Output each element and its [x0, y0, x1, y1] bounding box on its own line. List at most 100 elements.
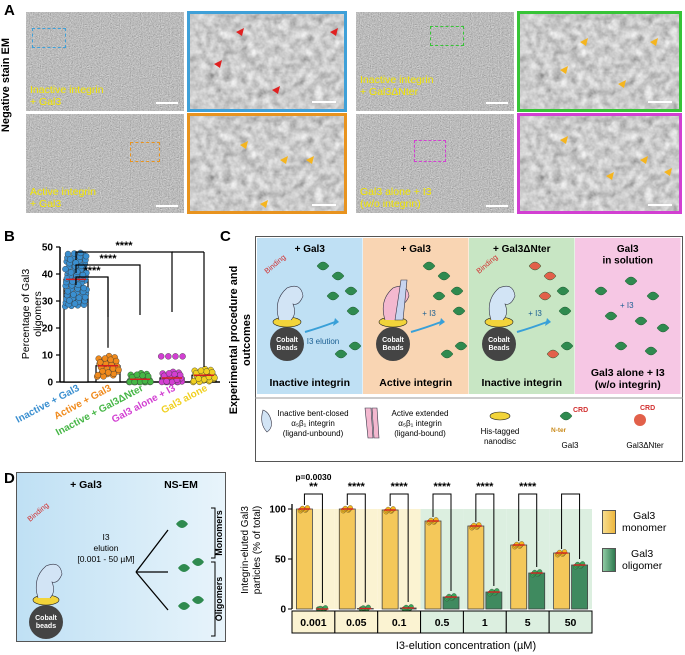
gal3-icon: [178, 564, 190, 572]
cobalt-bead-icon: [270, 327, 304, 361]
arrowhead-yellow: [580, 38, 588, 46]
cobalt-bead-icon: [482, 327, 516, 361]
data-point: [107, 356, 114, 363]
em-noise-texture: [26, 114, 184, 213]
y-tick-label: 10: [42, 351, 54, 362]
y-tick-label: 50: [42, 243, 54, 254]
data-point: [74, 268, 81, 276]
gal3-icon: [538, 291, 552, 301]
em-noise-texture: [356, 12, 514, 111]
scalebar: [648, 101, 672, 103]
em-zoom-texture: [190, 116, 344, 211]
elution-arrow: [410, 321, 442, 333]
data-point: [71, 300, 79, 307]
scalebar: [486, 205, 508, 207]
significance-label: ****: [391, 481, 409, 493]
panel-b-letter: B: [4, 228, 15, 245]
bar-monomer: [467, 525, 485, 610]
em-zoom-texture: [190, 14, 344, 109]
em-arrowheads: [214, 28, 672, 208]
data-point: [179, 353, 186, 360]
bar-monomer: [553, 552, 570, 610]
data-point: [195, 375, 202, 382]
schematic-box-title: + Gal3: [401, 244, 432, 255]
em-label-inactive-gal3: Inactive integrin + Gal3: [30, 84, 104, 108]
data-point: [172, 353, 179, 360]
legend-swatch-monomer: [602, 510, 616, 534]
integrin-active-icon: [364, 407, 380, 439]
gal3-icon: [614, 341, 628, 351]
i3-label: + I3: [620, 301, 634, 310]
em-noise-texture: [356, 114, 514, 213]
bracket-oligomers: [211, 561, 216, 637]
gal3-icon: [556, 286, 570, 296]
schematic-box-footer: Inactive integrin: [269, 377, 350, 389]
em-image-active-gal3: [26, 114, 184, 213]
significance-label: ****: [99, 253, 117, 265]
significance-bracket: [75, 264, 141, 315]
schematic-d-nsem: NS-EM: [164, 479, 198, 491]
bar-oligomer: [528, 572, 546, 610]
schematic-box-bg: [363, 238, 469, 394]
gal3-icon: [543, 271, 557, 281]
arrowhead-red: [330, 28, 338, 36]
x-tick-label: 1: [482, 617, 488, 629]
legend-item-monomer: Gal3 monomer: [602, 510, 684, 534]
data-point: [80, 284, 87, 292]
gal3-icon: [192, 558, 204, 566]
em-label-active-gal3: Active integrin + Gal3: [30, 186, 96, 210]
arrowhead-yellow: [664, 168, 672, 176]
schematic-box-footer: Active integrin: [379, 377, 452, 389]
y-tick-label: 30: [42, 297, 54, 308]
data-point: [82, 294, 89, 301]
panel-d-letter: D: [4, 470, 15, 487]
significance-label: ****: [115, 240, 133, 252]
gal3-icon: [644, 346, 658, 356]
elution-arrowhead: [439, 318, 445, 326]
crd-label: CRD: [640, 405, 655, 412]
gal3-icon: [450, 286, 464, 296]
monomers-label: Monomers: [214, 510, 224, 556]
data-point: [115, 366, 122, 374]
arrowhead-yellow: [618, 80, 626, 88]
significance-bracket: [346, 493, 366, 603]
data-point: [64, 288, 71, 295]
y-tick-label: 40: [42, 270, 54, 281]
panel-c-side-label: Experimental procedure and outcomes: [228, 265, 253, 415]
data-point: [66, 297, 73, 304]
legend-item-oligomer: Gal3 oligomer: [602, 548, 684, 572]
arrowhead-yellow: [640, 156, 648, 164]
branch-arrow: [135, 529, 169, 573]
bar-monomer: [296, 508, 313, 610]
legend-label: Gal3: [562, 441, 579, 450]
scalebar: [312, 101, 336, 103]
significance-label: ****: [519, 481, 537, 493]
arrowhead-red: [236, 28, 244, 36]
legend-label-oligomer: Gal3 oligomer: [622, 548, 663, 572]
gal3-icon: [178, 602, 190, 610]
data-point: [99, 367, 106, 375]
arrowhead-yellow: [560, 66, 568, 74]
bar-monomer: [510, 544, 528, 610]
gal3-icon: [604, 311, 618, 321]
data-point: [113, 357, 120, 365]
significance-label: ****: [433, 481, 451, 493]
gal3-icon: [331, 271, 345, 281]
data-point: [66, 256, 74, 263]
integrin-leg-icon: [394, 279, 408, 321]
crd-label: CRD: [573, 407, 588, 414]
elution-arrowhead: [545, 318, 551, 326]
gal3-icon: [437, 271, 451, 281]
data-point: [94, 371, 102, 379]
bar-monomer: [424, 520, 442, 610]
branch-arrow: [135, 571, 169, 611]
schematic-box-footer: Inactive integrin: [481, 377, 562, 389]
